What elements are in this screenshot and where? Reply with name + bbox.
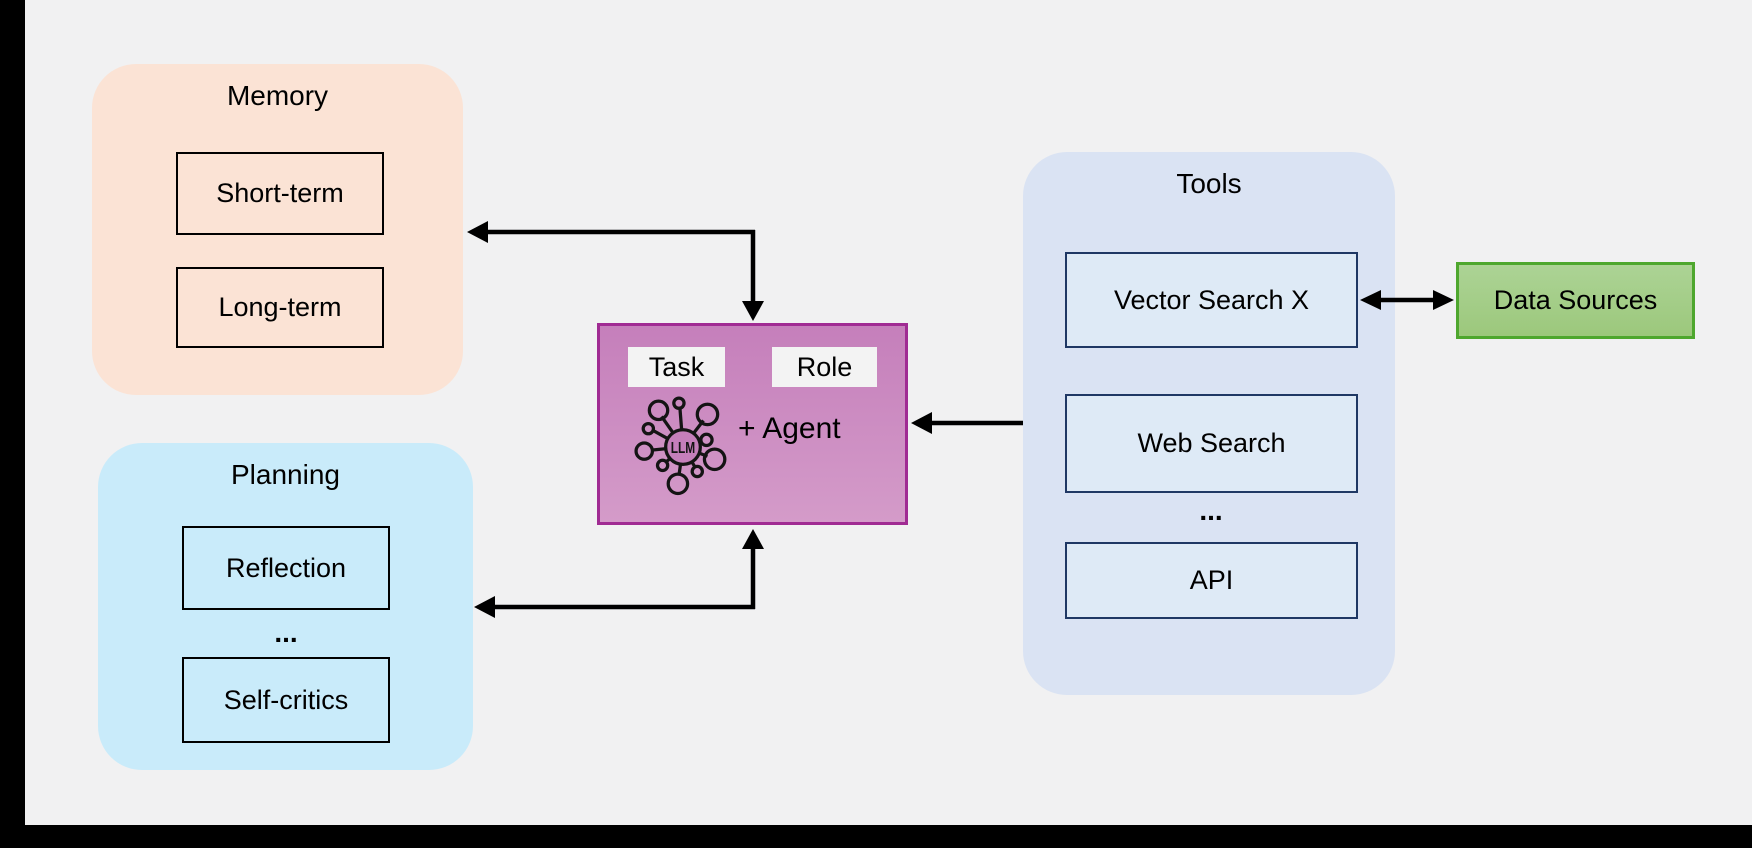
role-tag: Role [772,347,877,387]
vector-search-node: Vector Search X [1065,252,1358,348]
agent-box: Task Role [597,323,908,525]
memory-title: Memory [226,80,329,111]
long-term-node: Long-term [176,267,384,348]
task-tag: Task [628,347,725,387]
bottom-black-bar [0,825,1752,848]
agent-label: + Agent [738,412,841,445]
tools-agent-connector [911,412,1023,434]
short-term-node: Short-term [176,152,384,235]
llm-label: LLM [671,440,695,457]
api-node: API [1065,542,1358,619]
tools-ellipsis: ... [1199,495,1223,526]
tools-group: Tools Vector Search X Web Search ... API [1023,152,1395,695]
web-search-node: Web Search [1065,394,1358,493]
left-black-bar [0,0,25,848]
tools-title: Tools [1176,168,1242,199]
planning-title: Planning [231,459,340,490]
memory-group: Memory Short-term Long-term [92,64,463,395]
planning-agent-connector [474,529,764,618]
reflection-node: Reflection [182,526,390,610]
llm-network-icon: LLM [634,396,727,496]
planning-group: Planning Reflection ... Self-critics [98,443,473,770]
memory-agent-connector [467,221,764,321]
planning-ellipsis: ... [274,617,298,648]
self-critics-node: Self-critics [182,657,390,743]
data-sources-box: Data Sources [1456,262,1695,339]
